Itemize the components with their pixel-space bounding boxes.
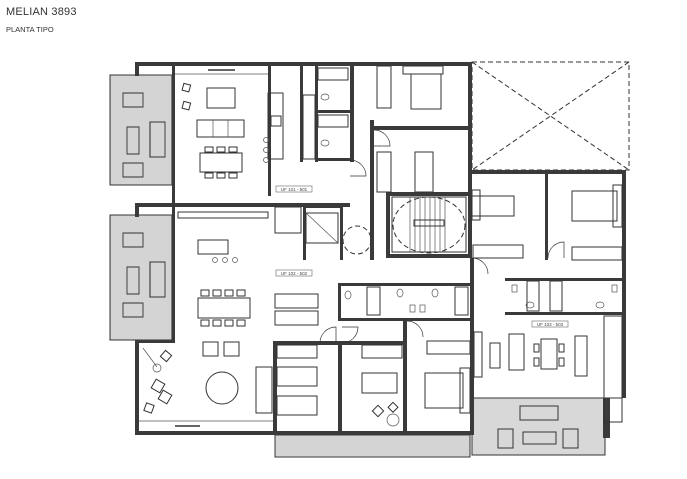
balcony-mid-left xyxy=(109,214,173,341)
unit-label-1: UF 101 - 501 xyxy=(275,185,313,193)
walls xyxy=(135,62,626,438)
elevator-turning-circle xyxy=(342,225,372,255)
unit-label-2: UF 102 - 502 xyxy=(275,269,313,277)
svg-text:UF 101 - 501: UF 101 - 501 xyxy=(281,187,308,192)
svg-text:UF 102 - 502: UF 102 - 502 xyxy=(281,271,308,276)
unit-3-furniture xyxy=(471,184,623,423)
middle-bathrooms xyxy=(344,286,469,316)
void-area xyxy=(471,61,630,171)
balcony-top-left xyxy=(109,74,173,186)
terrace-bottom xyxy=(274,434,471,458)
plan-subtitle: PLANTA TIPO xyxy=(6,25,54,34)
unit-label-3: UF 103 - 503 xyxy=(531,320,569,328)
project-title: MELIAN 3893 xyxy=(6,6,77,18)
bottom-bedrooms-furniture xyxy=(276,320,471,427)
unit-1-furniture xyxy=(175,65,444,193)
svg-text:UF 103 - 503: UF 103 - 503 xyxy=(537,322,564,327)
staircase xyxy=(391,196,467,254)
terrace-bottom-right xyxy=(471,397,606,456)
unit-2-furniture xyxy=(139,206,319,427)
elevator xyxy=(305,212,339,244)
